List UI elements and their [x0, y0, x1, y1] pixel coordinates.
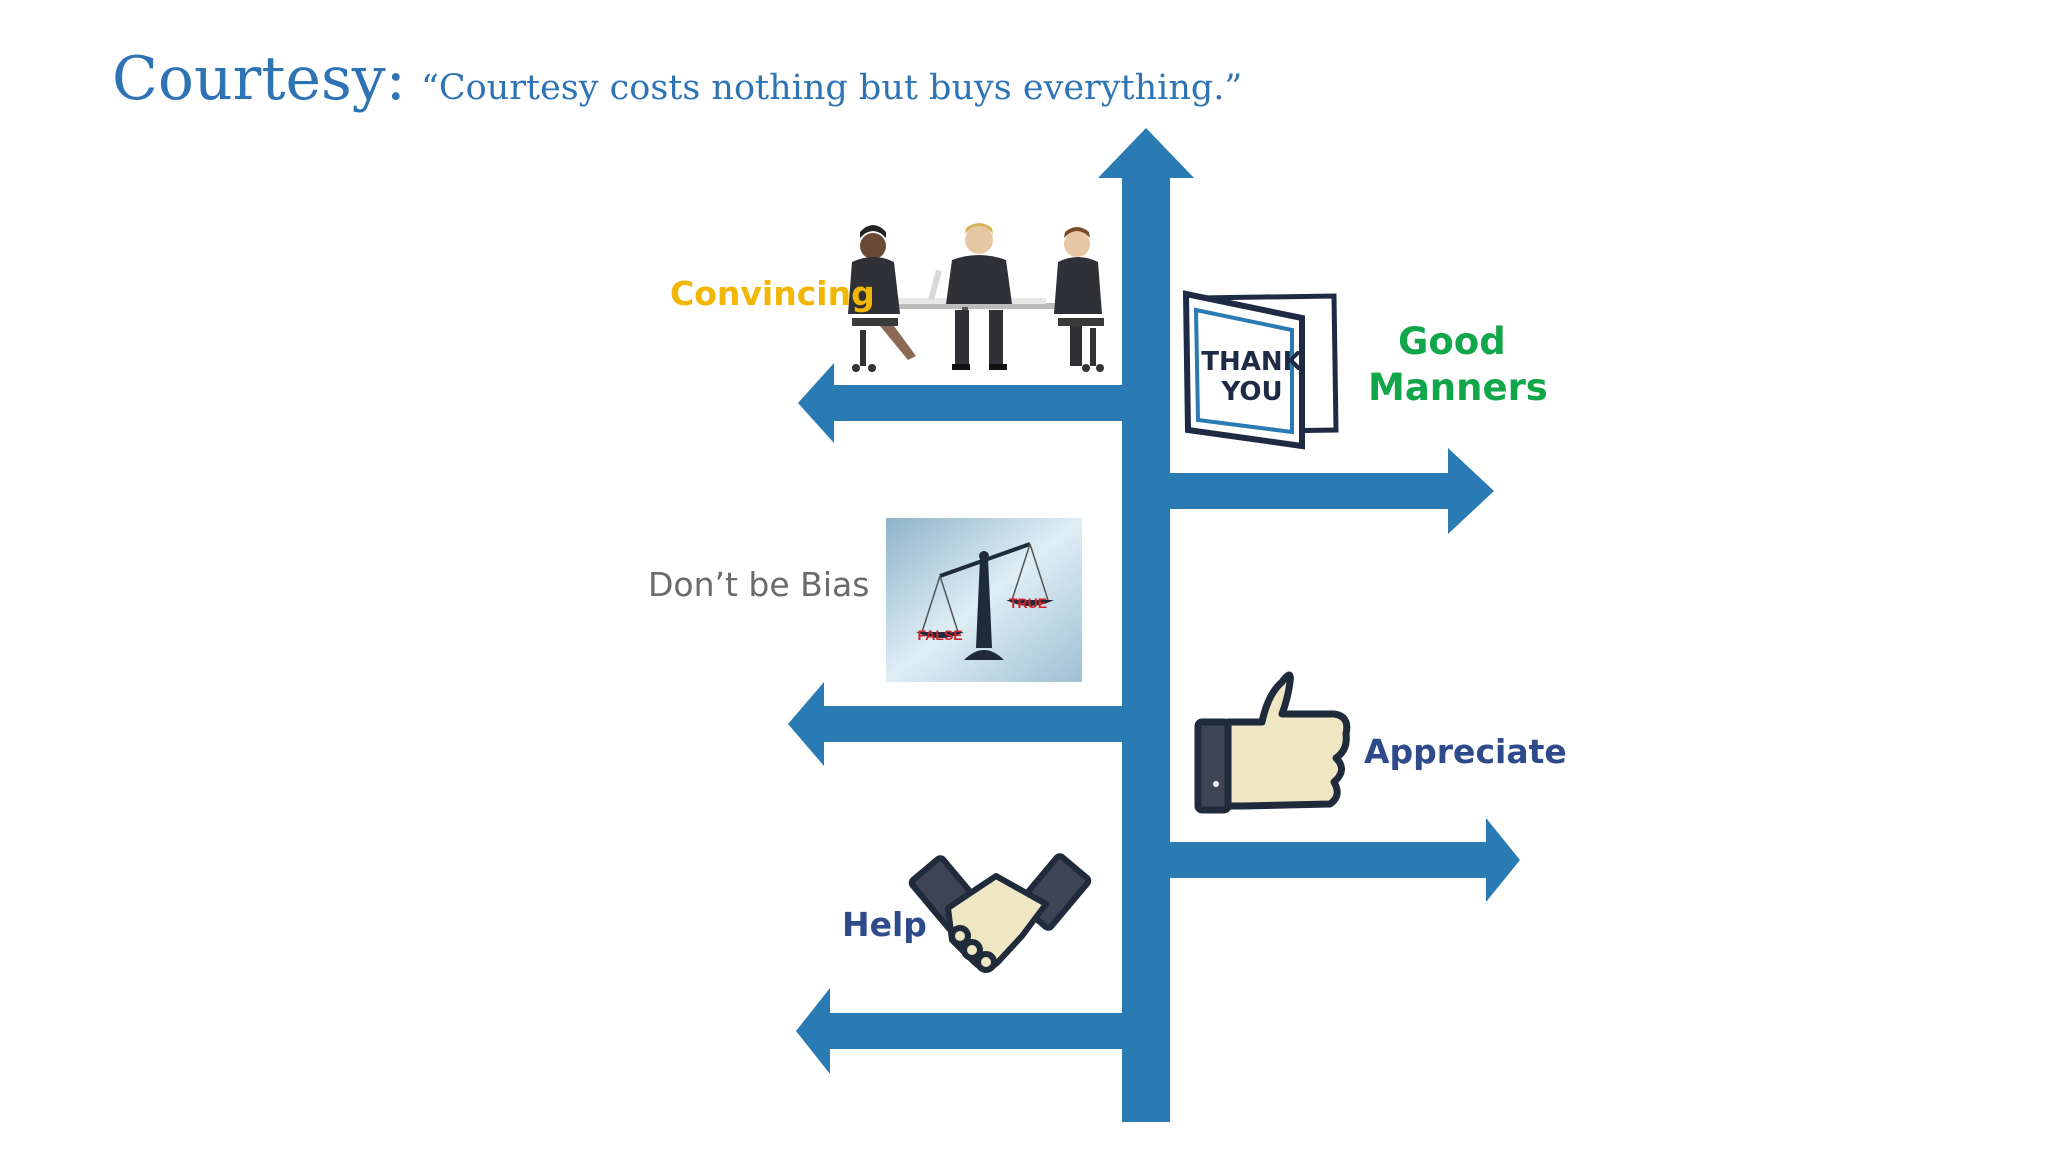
arrow-help-head [796, 988, 830, 1074]
thank-you-card-icon: THANK YOU [1182, 290, 1339, 450]
title-main: Courtesy: [112, 44, 406, 114]
scale-true-label: TRUE [1009, 595, 1047, 611]
handshake-icon [908, 853, 1092, 973]
arrow-convincing-shaft [830, 385, 1130, 421]
card-line-2: YOU [1220, 377, 1282, 407]
slide-title: Courtesy: “Courtesy costs nothing but bu… [112, 44, 1242, 114]
thumbs-up-icon [1194, 671, 1351, 814]
label-good-manners-line1: Good [1398, 320, 1506, 363]
arrow-help-shaft [825, 1013, 1130, 1049]
arrow-bias-shaft [820, 706, 1130, 742]
arrow-convincing-head [798, 363, 834, 443]
arrow-bias-head [788, 682, 824, 766]
vertical-pole [1122, 172, 1170, 1122]
label-convincing: Convincing [670, 274, 875, 313]
arrows [788, 128, 1520, 1122]
label-appreciate: Appreciate [1364, 732, 1567, 771]
card-line-1: THANK [1201, 347, 1303, 377]
meeting-people-icon [848, 223, 1104, 372]
label-good-manners-line2: Manners [1368, 366, 1548, 409]
pole-arrowhead [1098, 128, 1194, 178]
balance-scale-icon: FALSE TRUE [886, 518, 1082, 682]
title-quote: “Courtesy costs nothing but buys everyth… [420, 68, 1243, 108]
arrow-appreciate-head [1486, 818, 1520, 902]
label-dont-be-bias: Don’t be Bias [648, 565, 870, 604]
arrow-good-manners-head [1448, 448, 1494, 534]
scale-false-label: FALSE [917, 627, 962, 643]
arrow-good-manners-shaft [1160, 473, 1450, 509]
label-help: Help [842, 905, 927, 944]
arrow-appreciate-shaft [1160, 842, 1490, 878]
